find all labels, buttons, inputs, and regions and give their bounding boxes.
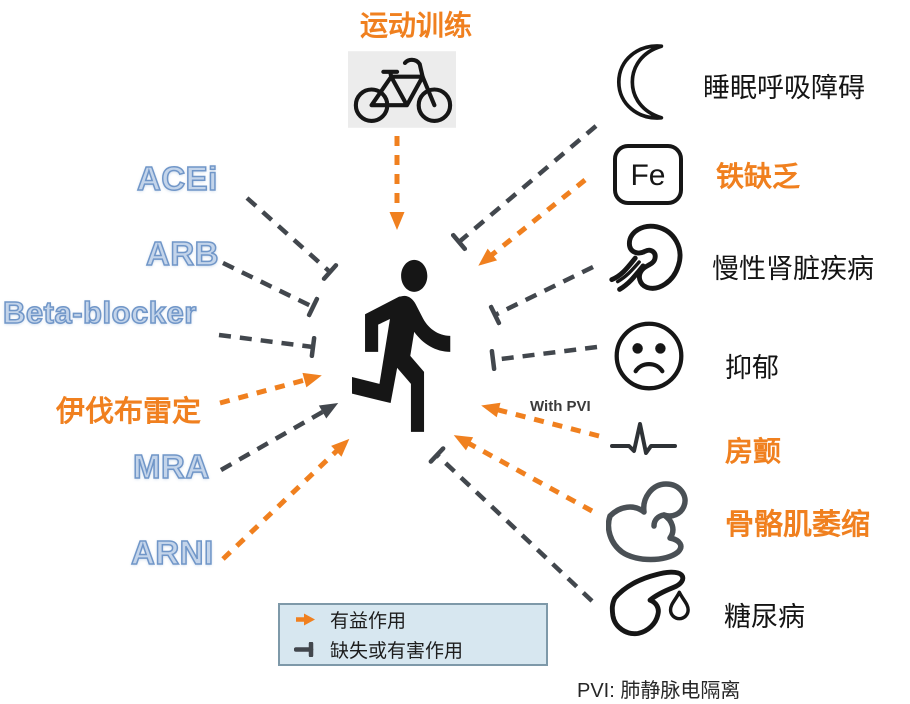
legend-absent-harmful-label: 缺失或有害作用	[330, 641, 464, 662]
label-iron-deficiency: 铁缺乏	[716, 161, 801, 192]
label-sleep-apnea: 睡眠呼吸障碍	[703, 73, 865, 103]
label-atrial-fibrillation: 房颤	[725, 436, 782, 467]
arrow-arni	[221, 438, 350, 561]
bicycle-icon	[348, 51, 456, 128]
legend-beneficial-label: 有益作用	[330, 611, 407, 632]
arrow-muscle-wasting	[453, 435, 594, 514]
with-pvi-annotation: With PVI	[530, 398, 591, 415]
running-person-figure	[352, 259, 451, 432]
arrow-sleep-apnea	[459, 124, 598, 242]
fe-symbol: Fe	[630, 159, 665, 192]
flexed-arm-icon	[606, 481, 688, 563]
arrow-arb	[222, 260, 313, 307]
label-acei: ACEi	[136, 159, 218, 198]
moon-icon	[616, 44, 664, 120]
arrow-acei	[245, 196, 330, 272]
arrow-ivabradine	[219, 372, 322, 406]
label-arni: ARNI	[130, 533, 214, 572]
fe-box-icon: Fe	[613, 144, 683, 205]
label-ivabradine: 伊伐布雷定	[56, 396, 202, 428]
arrow-iron-deficiency	[478, 178, 587, 266]
arrow-depression	[493, 344, 598, 360]
arrow-diabetes	[437, 455, 594, 603]
kidney-icon	[609, 223, 683, 292]
label-diabetes: 糖尿病	[724, 602, 805, 632]
label-kidney-disease: 慢性肾脏疾病	[712, 254, 874, 284]
label-mra: MRA	[132, 447, 210, 486]
arrow-mra	[219, 403, 339, 472]
label-beta-blocker: Beta-blocker	[2, 294, 197, 331]
finger-prick-hand-icon	[609, 569, 690, 637]
legend-box: 有益作用 缺失或有害作用	[278, 603, 548, 666]
exercise-training-label: 运动训练	[360, 10, 473, 41]
label-arb: ARB	[145, 234, 219, 273]
sad-face-icon	[614, 321, 684, 391]
ecg-trace-icon	[610, 422, 677, 455]
label-muscle-wasting: 骨骼肌萎缩	[725, 509, 871, 541]
pvi-footnote: PVI: 肺静脉电隔离	[577, 680, 741, 702]
label-depression: 抑郁	[725, 353, 779, 383]
blunted-bar-icon	[294, 642, 314, 657]
beneficial-arrow-icon	[296, 613, 315, 626]
legend-item-beneficial: 有益作用	[294, 606, 546, 633]
arrow-kidney-disease	[495, 264, 594, 315]
legend-item-absent-harmful: 缺失或有害作用	[294, 636, 546, 663]
arrow-beta-blocker	[218, 332, 313, 347]
